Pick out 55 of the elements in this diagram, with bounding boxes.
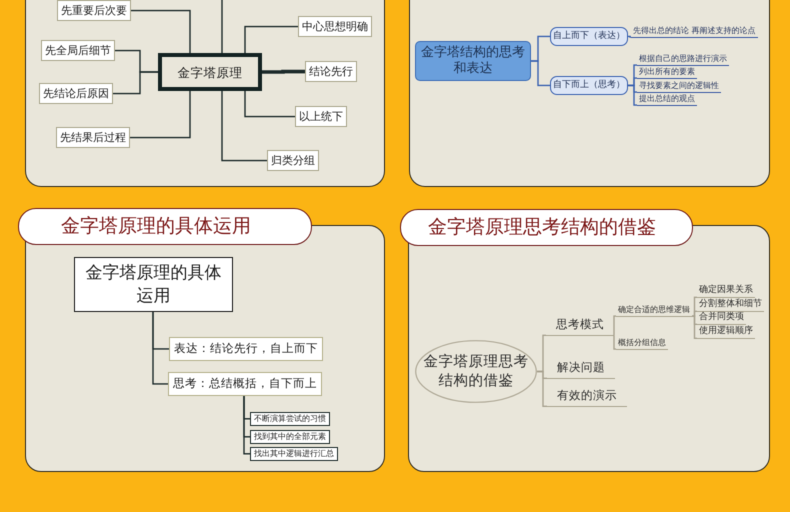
central-topic-box: 金字塔结构的思考和表达 (415, 41, 531, 81)
connector-line (221, 91, 267, 162)
topic-box: 中心思想明确 (298, 16, 372, 38)
central-topic-box: 金字塔原理的具体运用 (74, 257, 233, 312)
underlined-subtopic: 使用逻辑顺序 (697, 326, 755, 339)
underlined-subtopic: 列出所有的要素 (637, 67, 697, 79)
branch-topic-box: 自下而上（思考） (550, 76, 628, 95)
branch-topic-box: 思考：总结概括，自下而上 (168, 372, 322, 396)
branch-topic-box: 自上而下（表达） (550, 27, 628, 46)
connector-line (692, 310, 697, 317)
underlined-branch-topic: 解决问题 (547, 361, 615, 379)
subtopic-box: 找出其中逻辑进行汇总 (250, 447, 338, 461)
connector-line (221, 0, 223, 53)
subtopic-box: 不断演算尝试的习惯 (250, 412, 330, 426)
underlined-branch-topic: 有效的演示 (547, 389, 627, 407)
connector-line (613, 315, 616, 336)
title-tab: 金字塔原理思考结构的借鉴 (400, 209, 693, 246)
central-topic-ellipse: 金字塔原理思考结构的借鉴 (415, 340, 537, 403)
topic-box: 先结果后过程 (56, 127, 130, 148)
connector-line (152, 312, 168, 385)
underlined-subtopic: 合并同类项 (697, 312, 746, 325)
connector-line (531, 60, 550, 86)
underlined-subtopic: 概括分组信息 (616, 338, 668, 350)
title-tab: 金字塔原理的具体运用 (18, 208, 312, 245)
connector-line (692, 315, 697, 339)
connector-line (244, 26, 298, 53)
topic-box: 归类分组 (267, 150, 319, 172)
topic-box: 先重要后次要 (57, 0, 131, 22)
connector-line (537, 370, 547, 407)
connector-line (113, 71, 158, 94)
underlined-subtopic: 分割整体和细节 (697, 299, 764, 312)
topic-box: 结论先行 (305, 61, 357, 82)
underlined-subtopic: 寻找要素之间的逻辑性 (637, 81, 721, 93)
connector-line (262, 70, 305, 74)
panel-card (25, 0, 385, 187)
underlined-subtopic: 确定因果关系 (697, 285, 755, 298)
branch-topic-box: 表达：结论先行，自上而下 (169, 337, 323, 361)
subtopic-box: 找到其中的全部元素 (250, 430, 330, 444)
connector-line (243, 396, 250, 454)
topic-box: 以上统下 (295, 106, 347, 128)
topic-box: 先全局后细节 (41, 40, 115, 62)
topic-box: 先结论后原因 (39, 83, 113, 104)
connector-line (131, 10, 191, 53)
connector-line (628, 84, 637, 106)
panel-card (409, 0, 770, 187)
connector-line (613, 334, 616, 350)
connector-line (244, 91, 295, 118)
underlined-subtopic: 先得出总的结论 再阐述支持的论点 (631, 26, 758, 38)
underlined-subtopic: 提出总结的观点 (637, 94, 697, 106)
connector-line (130, 91, 191, 138)
underlined-subtopic: 确定合适的思维逻辑 (616, 305, 692, 317)
underlined-branch-topic: 思考模式 (546, 318, 614, 336)
underlined-subtopic: 根据自己的思路进行演示 (637, 54, 729, 66)
central-topic-box: 金字塔原理 (158, 53, 262, 91)
connector-line (628, 36, 632, 38)
